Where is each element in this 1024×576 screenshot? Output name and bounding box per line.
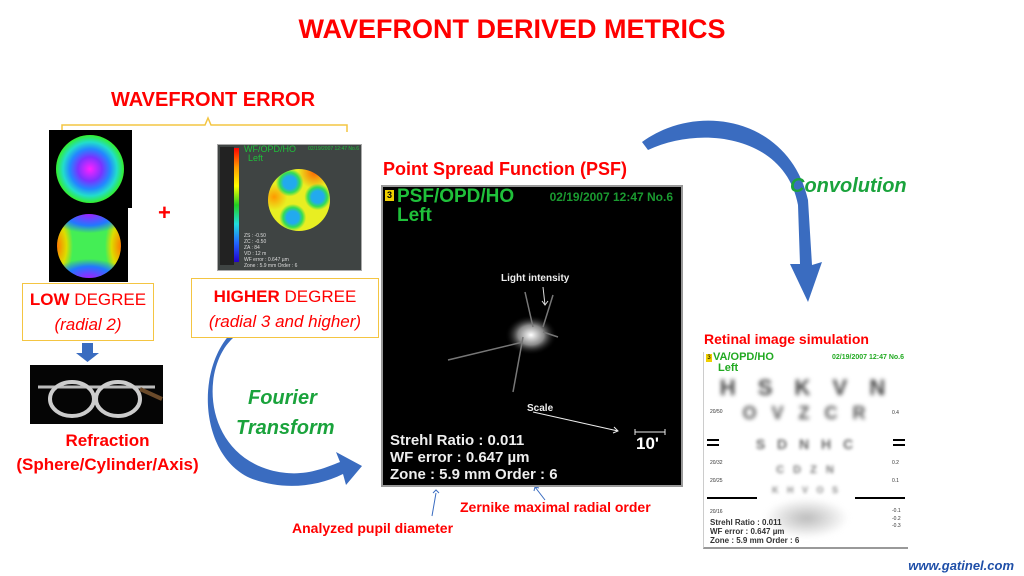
psf-strehl: Strehl Ratio : 0.011 — [390, 432, 525, 449]
higher-sub: (radial 3 and higher) — [208, 312, 362, 331]
zernike-annotation: Zernike maximal radial order — [460, 499, 651, 515]
psf-header: PSF/OPD/HO — [397, 186, 515, 207]
glasses-image — [30, 365, 163, 424]
ho-zc: ZC : -0.50 — [244, 239, 267, 245]
right-label-1: 0.4 — [892, 410, 899, 416]
fourier-arrow-icon — [207, 332, 362, 486]
psf-date: 02/19/2007 12:47 No.6 — [549, 190, 673, 204]
down-arrow-icon — [76, 343, 99, 362]
higher-strong: HIGHER — [213, 287, 280, 306]
brace — [61, 116, 348, 132]
ho-eye: Left — [248, 153, 264, 163]
convolution-arrow-icon — [642, 120, 822, 302]
letter-row-3: S D N H C — [755, 436, 858, 452]
scale-value: 10' — [636, 434, 659, 453]
psf-spot — [447, 286, 666, 435]
retinal-wf-error: WF error : 0.647 µm — [710, 527, 785, 536]
retinal-eye: Left — [718, 362, 739, 374]
slide-title: WAVEFRONT DERIVED METRICS — [298, 14, 726, 44]
letter-row-2: O V Z C R — [742, 403, 871, 423]
psf-zone: Zone : 5.9 mm Order : 6 — [390, 466, 558, 483]
ho-date: 02/19/2007 12:47 No.6 — [308, 146, 359, 152]
retinal-image: 3 VA/OPD/HO Left 02/19/2007 12:47 No.6 H… — [703, 352, 908, 549]
higher-order-map: WF/OPD/HO Left 02/19/2007 12:47 No.6 ZS … — [217, 144, 362, 271]
letter-row-4: C D Z N — [776, 464, 837, 476]
zernike-arrow-icon — [533, 486, 546, 501]
low-strong: LOW — [29, 290, 70, 309]
fourier-label: Fourier Transform — [236, 383, 335, 443]
astigmatism-map — [49, 208, 128, 282]
low-sub: (radial 2) — [54, 315, 122, 334]
ho-zone: Zone : 5.9 mm Order : 6 — [244, 263, 298, 269]
left-label-1: 20/50 — [710, 409, 723, 415]
fourier-line1: Fourier — [248, 387, 317, 409]
retinal-title: Retinal image simulation — [704, 331, 869, 347]
psf-wf-error: WF error : 0.647 µm — [390, 449, 530, 466]
right-label-3: 0.1 — [892, 478, 899, 484]
plus-sign: + — [158, 200, 171, 225]
right-label-5: -0.2 — [892, 516, 901, 522]
low-degree-box: LOW DEGREE (radial 2) — [22, 283, 154, 341]
blur-small-letters — [764, 498, 849, 538]
website-link[interactable]: www.gatinel.com — [908, 558, 1014, 573]
retinal-zone: Zone : 5.9 mm Order : 6 — [710, 536, 800, 545]
higher-degree-box: HIGHER DEGREE (radial 3 and higher) — [191, 278, 379, 338]
left-label-4: 20/16 — [710, 509, 723, 515]
retinal-header: VA/OPD/HO — [713, 352, 774, 363]
scale-label: Scale — [527, 403, 554, 414]
light-intensity-label: Light intensity — [501, 273, 570, 284]
right-label-4: -0.1 — [892, 508, 901, 514]
line-left — [707, 497, 757, 499]
letter-row-5: K H V O S — [771, 485, 841, 495]
retinal-strehl: Strehl Ratio : 0.011 — [710, 518, 782, 527]
ho-zs: ZS : -0.50 — [244, 233, 266, 239]
refraction-sub: (Sphere/Cylinder/Axis) — [16, 455, 199, 474]
retinal-badge: 3 — [706, 354, 712, 362]
pupil-arrow-icon — [431, 489, 440, 517]
psf-eye: Left — [397, 205, 432, 226]
ho-wf-error: WF error : 0.647 µm — [244, 257, 289, 263]
retinal-date: 02/19/2007 12:47 No.6 — [832, 354, 904, 361]
ho-header: WF/OPD/HO — [244, 144, 296, 154]
low-rest: DEGREE — [69, 290, 147, 309]
right-label-2: 0.2 — [892, 460, 899, 466]
psf-image: 3 PSF/OPD/HO Left 02/19/2007 12:47 No.6 … — [381, 185, 683, 487]
equals-right — [893, 439, 905, 446]
glasses-icon — [38, 380, 163, 418]
left-label-2: 20/32 — [710, 460, 723, 466]
pupil-annotation: Analyzed pupil diameter — [292, 520, 454, 536]
wavefront-error-title: WAVEFRONT ERROR — [110, 89, 316, 111]
psf-badge: 3 — [385, 190, 394, 201]
convolution-label: Convolution — [790, 175, 907, 197]
fourier-line2: Transform — [236, 417, 335, 439]
defocus-map — [49, 130, 132, 208]
right-label-6: -0.3 — [892, 523, 901, 529]
refraction-label: Refraction (Sphere/Cylinder/Axis) — [0, 429, 215, 477]
ho-za: ZA : 84 — [244, 245, 260, 251]
ho-vd: VD : 12 m — [244, 251, 267, 257]
letter-row-1: H S K V N — [719, 375, 894, 400]
left-label-3: 20/25 — [710, 478, 723, 484]
equals-left — [707, 439, 719, 446]
line-right — [855, 497, 905, 499]
refraction-title: Refraction — [65, 431, 150, 450]
higher-rest: DEGREE — [279, 287, 357, 306]
psf-title: Point Spread Function (PSF) — [383, 159, 627, 179]
